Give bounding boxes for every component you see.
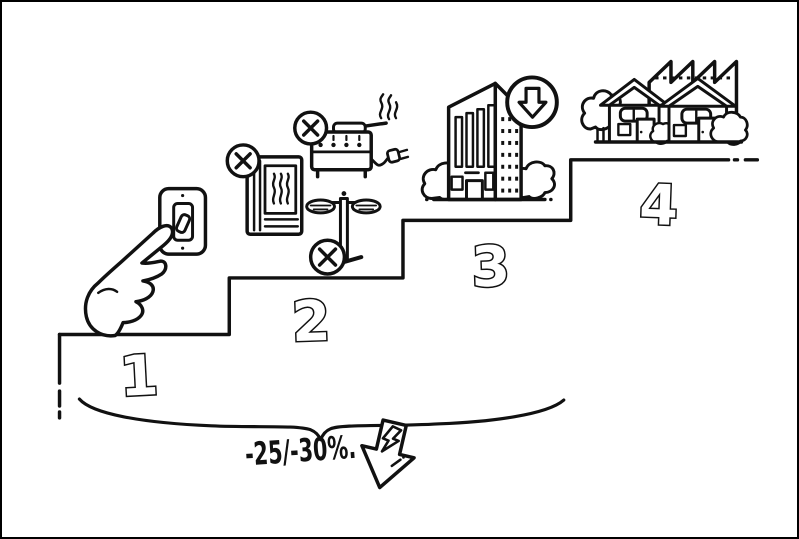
lightning-bolt-icon	[380, 425, 403, 453]
x-circle-badge-stove	[293, 110, 329, 146]
light-switch-icon	[158, 186, 208, 256]
curly-brace	[77, 397, 566, 442]
pointing-hand-icon	[83, 223, 175, 338]
stove-icon	[309, 93, 410, 179]
lightning-down-arrow-icon	[360, 418, 416, 490]
radiator-icon	[245, 155, 304, 237]
x-circle-badge-lamp	[308, 238, 347, 276]
step-1-label: 1	[118, 343, 160, 410]
x-circle-badge-radiator	[225, 143, 261, 179]
step-3-label: 3	[470, 234, 511, 300]
bush-icon	[709, 110, 749, 146]
staircase-outline	[57, 158, 760, 420]
savings-label: -25/-30%.	[244, 430, 357, 474]
step-4-label: 4	[638, 173, 679, 239]
circled-down-arrow-badge	[505, 75, 559, 130]
houses-icon	[580, 76, 749, 146]
office-building-icon	[420, 81, 556, 202]
step-2-label: 2	[291, 289, 332, 355]
